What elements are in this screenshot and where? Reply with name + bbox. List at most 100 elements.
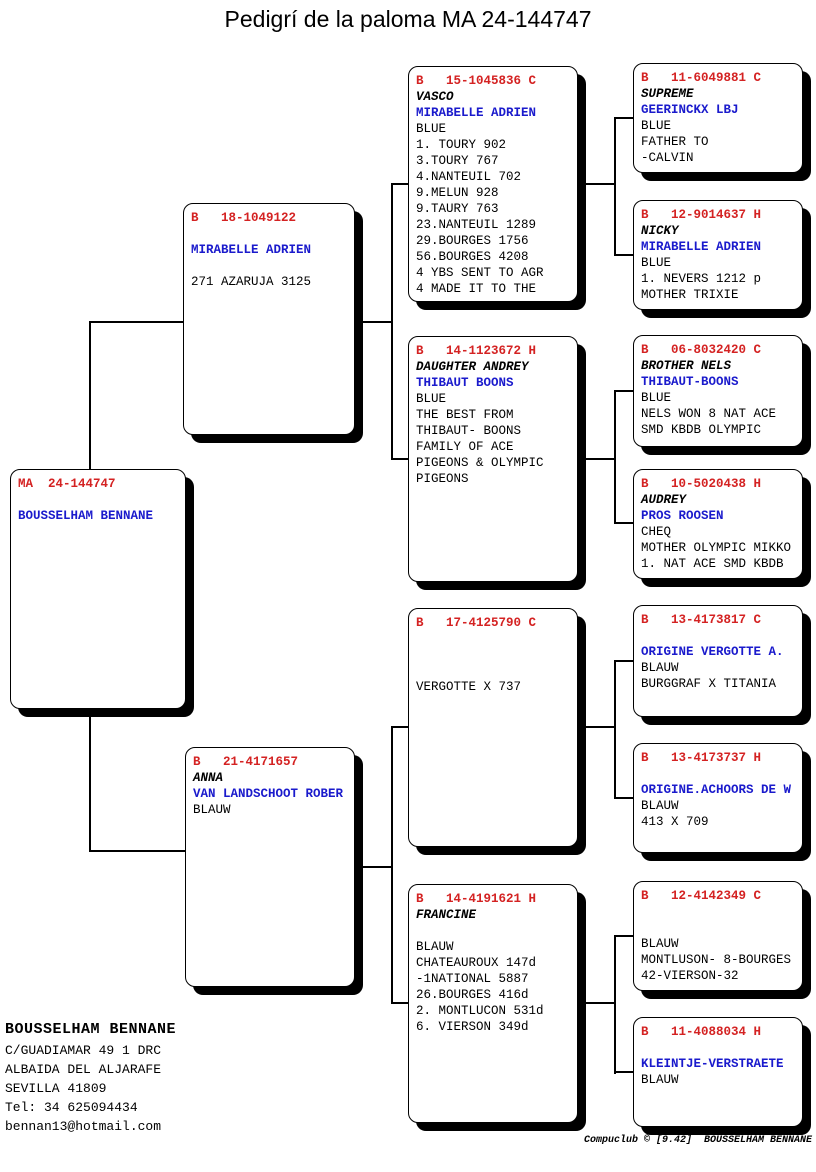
owner-name: BOUSSELHAM BENNANE <box>5 1021 177 1038</box>
info-line: 4 MADE IT TO THE <box>416 282 537 296</box>
connector-line <box>615 1071 633 1073</box>
pigeon-name: AUDREY <box>641 493 687 507</box>
pigeon-name: NICKY <box>641 224 679 238</box>
info-line <box>641 628 796 644</box>
info-line <box>416 647 571 663</box>
breeder-name: ORIGINE.ACHOORS DE W <box>641 783 792 797</box>
info-line <box>641 766 796 782</box>
breeder-name: ORIGINE VERGOTTE A. <box>641 645 784 659</box>
breeder-name: VAN LANDSCHOOT ROBER <box>193 787 344 801</box>
info-line: BURGGRAF X TITANIA <box>641 677 777 691</box>
connector-line <box>391 726 393 1004</box>
info-line <box>191 226 348 242</box>
pigeon-name: VASCO <box>416 90 454 104</box>
info-line: BLUE <box>416 122 447 136</box>
pigeon-name: FRANCINE <box>416 908 477 922</box>
connector-line <box>615 660 633 662</box>
info-line: 1. NAT ACE SMD KBDB <box>641 557 784 571</box>
connector-line <box>614 390 616 524</box>
info-line: 413 X 709 <box>641 815 709 829</box>
connector-line <box>578 726 615 728</box>
info-line: BLUE <box>641 119 672 133</box>
connector-line <box>90 321 183 323</box>
connector-line <box>391 183 393 460</box>
pigeon-name: SUPREME <box>641 87 694 101</box>
info-line: -CALVIN <box>641 151 694 165</box>
info-line: BLAUW <box>641 937 679 951</box>
info-line: PIGEONS <box>416 472 469 486</box>
breeder-name: MIRABELLE ADRIEN <box>416 106 537 120</box>
owner-email: bennan13@hotmail.com <box>5 1119 162 1134</box>
connector-line <box>392 726 408 728</box>
info-line: BLUE <box>641 256 672 270</box>
ring-number: MA 24-144747 <box>18 477 116 491</box>
info-line: 29.BOURGES 1756 <box>416 234 529 248</box>
info-line: FAMILY OF ACE <box>416 440 514 454</box>
info-line: BLAUW <box>641 661 679 675</box>
info-line: 1. TOURY 902 <box>416 138 507 152</box>
connector-line <box>614 935 616 1074</box>
breeder-name: BOUSSELHAM BENNANE <box>18 509 154 523</box>
ring-number: B 14-1123672 H <box>416 344 537 358</box>
connector-line <box>615 522 633 524</box>
info-line: BLAUW <box>641 799 679 813</box>
connector-line <box>615 797 633 799</box>
ring-number: B 12-4142349 C <box>641 889 762 903</box>
info-line <box>416 663 571 679</box>
owner-phone: Tel: 34 625094434 <box>5 1100 138 1115</box>
connector-line <box>392 1002 408 1004</box>
info-line: BLAUW <box>641 1073 679 1087</box>
info-line: BLUE <box>641 391 672 405</box>
connector-line <box>615 254 633 256</box>
ring-number: B 15-1045836 C <box>416 74 537 88</box>
ring-number: B 14-4191621 H <box>416 892 537 906</box>
info-line: 3.TOURY 767 <box>416 154 499 168</box>
info-line: 1. NEVERS 1212 p <box>641 272 762 286</box>
connector-line <box>356 321 392 323</box>
connector-line <box>90 850 185 852</box>
info-line: -1NATIONAL 5887 <box>416 972 529 986</box>
info-line: 6. VIERSON 349d <box>416 1020 529 1034</box>
connector-line <box>614 117 616 256</box>
software-credit: Compuclub © [9.42] BOUSSELHAM BENNANE <box>583 1135 812 1146</box>
pigeon-name: ANNA <box>193 771 224 785</box>
ring-number: B 21-4171657 <box>193 755 299 769</box>
info-line: 26.BOURGES 416d <box>416 988 529 1002</box>
owner-info-block: BOUSSELHAM BENNANE C/GUADIAMAR 49 1 DRC … <box>5 1019 176 1136</box>
connector-line <box>615 935 633 937</box>
pedigree-box-sire-sire: B 15-1045836 C VASCO MIRABELLE ADRIEN BLUE 1… <box>408 66 578 302</box>
info-line <box>191 258 348 274</box>
info-line: THIBAUT- BOONS <box>416 424 522 438</box>
connector-line <box>392 458 408 460</box>
connector-line <box>578 458 615 460</box>
ring-number: B 18-1049122 <box>191 211 297 225</box>
pigeon-name: BROTHER NELS <box>641 359 732 373</box>
info-line: FATHER TO <box>641 135 709 149</box>
breeder-name: GEERINCKX LBJ <box>641 103 739 117</box>
info-line <box>18 492 179 508</box>
ring-number: B 12-9014637 H <box>641 208 762 222</box>
pigeon-name: DAUGHTER ANDREY <box>416 360 529 374</box>
info-line <box>416 631 571 647</box>
connector-line <box>392 183 408 185</box>
breeder-name: THIBAUT BOONS <box>416 376 514 390</box>
info-line: PIGEONS & OLYMPIC <box>416 456 544 470</box>
info-line: 23.NANTEUIL 1289 <box>416 218 537 232</box>
info-line: 271 AZARUJA 3125 <box>191 275 312 289</box>
info-line: 2. MONTLUCON 531d <box>416 1004 544 1018</box>
owner-address-line: SEVILLA 41809 <box>5 1081 107 1096</box>
pedigree-box-sire: B 18-1049122 MIRABELLE ADRIEN 271 AZARUJ… <box>183 203 355 435</box>
connector-line <box>614 660 616 799</box>
info-line: 42-VIERSON-32 <box>641 969 739 983</box>
info-line <box>416 923 571 939</box>
